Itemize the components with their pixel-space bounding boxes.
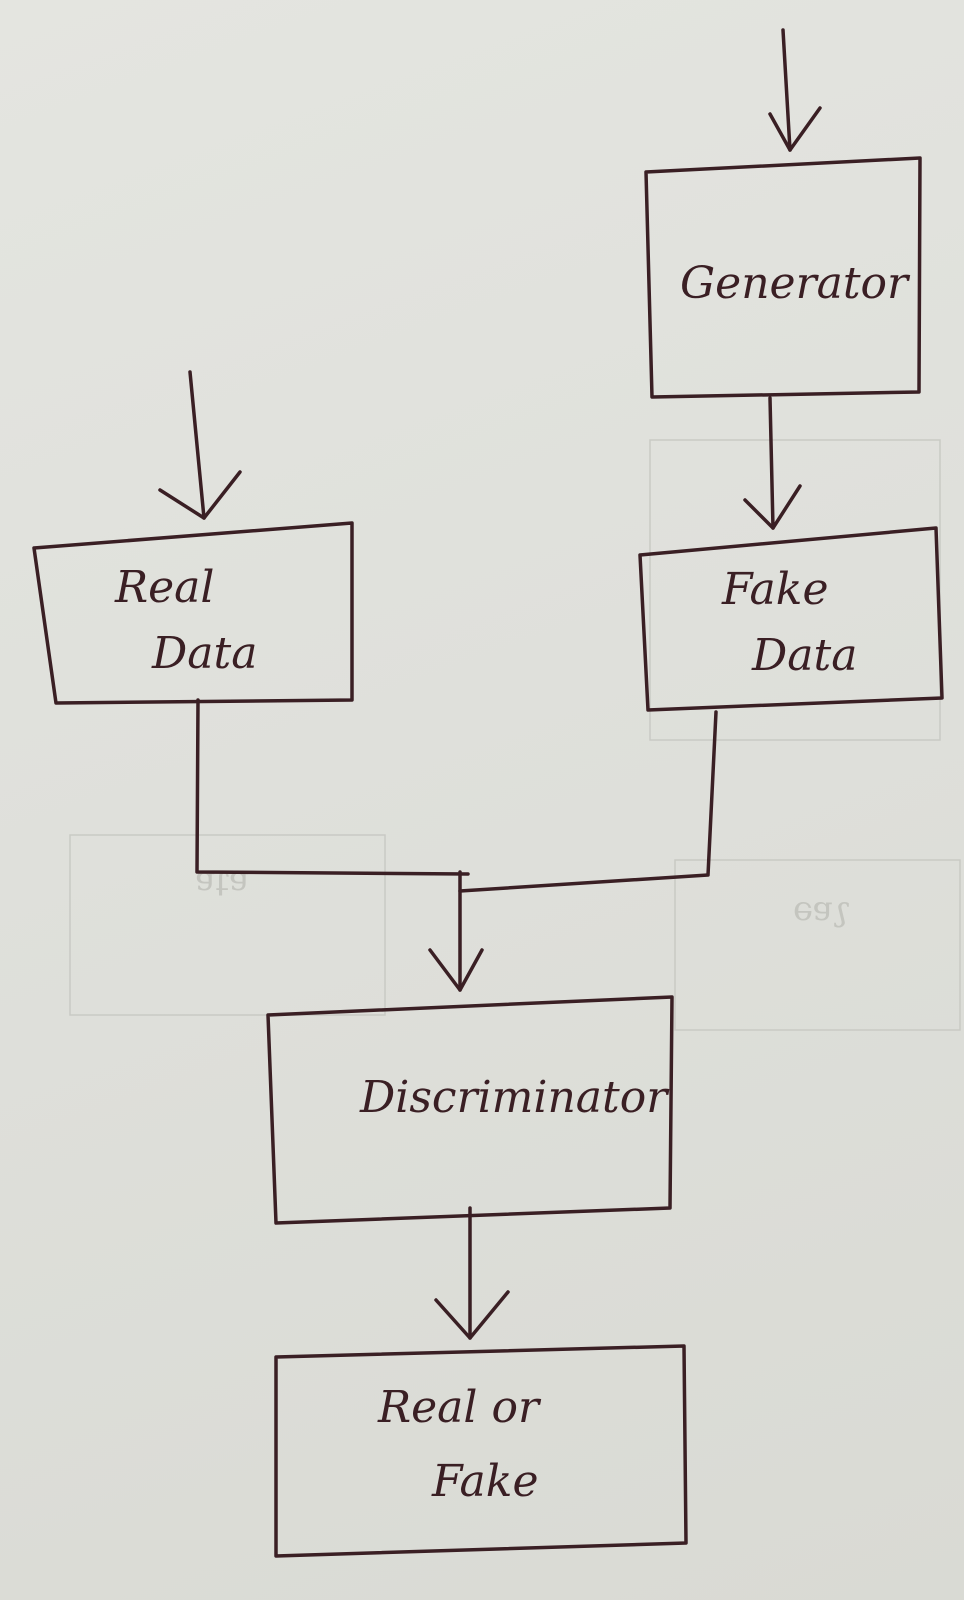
generator-to-fake-arrow-shaft	[768, 396, 775, 530]
fake-data-box	[638, 526, 944, 712]
fake-data-to-merge-line	[458, 710, 718, 893]
ghost-box-left	[69, 834, 386, 1016]
real-data-box	[32, 521, 354, 705]
paper-show-through: ɐʇɐ ʅɐǝ	[69, 439, 961, 1031]
connectors	[158, 28, 822, 1340]
ghost-box-top	[649, 439, 941, 741]
generator-label: Generator	[680, 258, 911, 309]
generator-input-arrow-head	[768, 106, 822, 152]
output-label-line2: Fake	[431, 1456, 538, 1507]
discriminator-to-output-arrow-head	[434, 1290, 510, 1340]
output-node: Real or Fake	[274, 1344, 688, 1558]
discriminator-node: Discriminator	[266, 995, 674, 1225]
discriminator-label: Discriminator	[359, 1072, 670, 1123]
fake-data-label-line2: Data	[751, 630, 857, 681]
generator-node: Generator	[644, 156, 922, 399]
generator-to-fake-arrow-head	[743, 484, 802, 530]
ghost-box-right	[674, 859, 961, 1031]
real-data-to-merge-line	[195, 698, 470, 876]
output-label-line1: Real or	[377, 1382, 542, 1433]
generator-box	[644, 156, 922, 399]
fake-data-label-line1: Fake	[721, 564, 828, 615]
output-box	[274, 1344, 688, 1558]
real-data-input-arrow-head	[158, 470, 242, 520]
ghost-text-2: ʅɐǝ	[793, 889, 850, 929]
fake-data-node: Fake Data	[638, 526, 944, 712]
real-data-label-line2: Data	[151, 628, 257, 679]
generator-input-arrow-shaft	[781, 28, 792, 152]
discriminator-box	[266, 995, 674, 1225]
real-data-node: Real Data	[32, 521, 354, 705]
ghost-text-1: ɐʇɐ	[196, 859, 250, 899]
real-data-input-arrow-shaft	[188, 370, 206, 520]
merge-to-discriminator-arrow-head	[428, 948, 484, 992]
real-data-label-line1: Real	[114, 562, 214, 613]
